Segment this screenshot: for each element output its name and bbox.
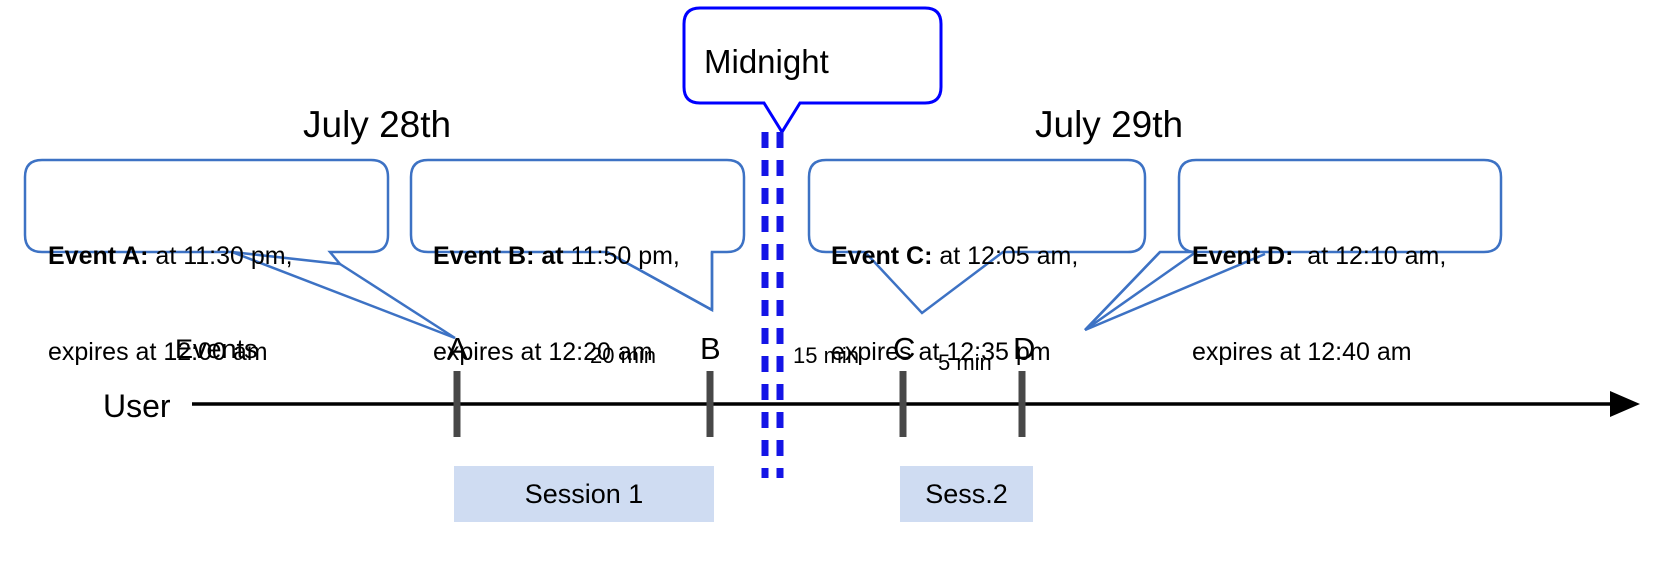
session-box-1: Session 1 bbox=[454, 466, 714, 522]
callout-line2-event-c: expires at 12:35 pm bbox=[831, 338, 1051, 366]
callout-bold-event-a: Event A: bbox=[48, 242, 149, 270]
callout-rest-event-a: at 11:30 pm, bbox=[148, 242, 293, 270]
callout-text-event-b: Event B: at 11:50 pm, expires at 12:20 a… bbox=[433, 176, 753, 432]
interval-label-15-min: 15 min bbox=[793, 343, 860, 368]
callout-line2-event-a: expires at 12:00 am bbox=[48, 338, 268, 366]
leader-line-event-a-1 bbox=[231, 250, 456, 340]
callout-bold-event-b: Event B: at bbox=[433, 242, 564, 270]
callout-shape-event-c bbox=[807, 158, 1147, 315]
callout-line2-event-b: expires at 12:20 am bbox=[433, 338, 653, 366]
callout-bold-event-c: Event C: bbox=[831, 242, 933, 270]
callout-bold-event-d: Event D: bbox=[1192, 242, 1294, 270]
row-label-user: User bbox=[103, 388, 171, 424]
leader-line-event-d-2 bbox=[1084, 252, 1266, 332]
interval-label-5-min: 5 min bbox=[938, 350, 992, 375]
leader-line-event-a-2 bbox=[339, 262, 456, 340]
session-label-2: Sess.2 bbox=[925, 478, 1008, 509]
callout-shape-event-a bbox=[23, 158, 390, 266]
callout-line2-event-d: expires at 12:40 am bbox=[1192, 338, 1412, 366]
interval-label-20-min: 20 min bbox=[590, 343, 657, 368]
callout-text-event-d: Event D: at 12:10 am, expires at 12:40 a… bbox=[1192, 176, 1512, 432]
leader-line-event-b-1 bbox=[606, 250, 713, 312]
callout-text-event-c: Event C: at 12:05 am, expires at 12:35 p… bbox=[831, 176, 1151, 432]
callout-rest-event-b: 11:50 pm, bbox=[563, 242, 680, 270]
callout-shape-event-d bbox=[1084, 158, 1503, 332]
callout-rest-event-d: at 12:10 am, bbox=[1293, 242, 1447, 270]
leader-line-event-d-1 bbox=[1084, 251, 1161, 331]
tick-label-b: B bbox=[700, 331, 721, 366]
row-label-events: Events bbox=[175, 334, 258, 364]
midnight-callout-shape bbox=[682, 6, 943, 135]
tick-label-a: A bbox=[447, 331, 468, 366]
tick-label-d: D bbox=[1013, 331, 1036, 366]
callout-rest-event-c: at 12:05 am, bbox=[932, 242, 1079, 270]
tick-label-c: C bbox=[893, 331, 916, 366]
timeline-arrowhead bbox=[1610, 391, 1640, 417]
session-label-1: Session 1 bbox=[524, 478, 644, 509]
session-box-2: Sess.2 bbox=[900, 466, 1033, 522]
date-label-july-29: July 29th bbox=[1035, 104, 1184, 145]
date-label-july-28: July 28th bbox=[303, 104, 452, 145]
midnight-label: Midnight bbox=[704, 43, 829, 80]
callout-text-event-a: Event A: at 11:30 pm, expires at 12:00 a… bbox=[48, 176, 388, 432]
